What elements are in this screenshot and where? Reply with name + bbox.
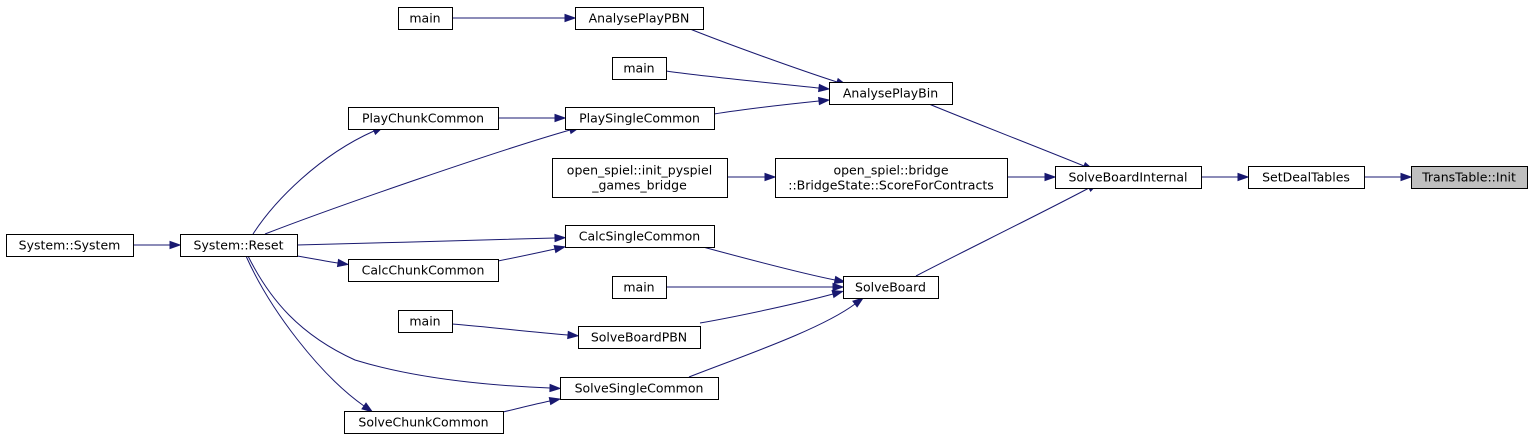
- arrowhead: [1400, 172, 1413, 182]
- arrowhead: [1237, 172, 1250, 182]
- node-main1[interactable]: main: [398, 7, 453, 30]
- arrowhead: [554, 233, 567, 243]
- node-label: CalcChunkCommon: [362, 263, 485, 278]
- edge-main4-to-solve-board-pbn: [451, 323, 580, 340]
- node-solve-chunk-common[interactable]: SolveChunkCommon: [344, 411, 504, 434]
- node-main3[interactable]: main: [612, 276, 667, 299]
- edge-calc-chunk-common-to-calc-single-common: [497, 245, 567, 262]
- node-main2[interactable]: main: [612, 57, 667, 80]
- arrowhead: [764, 172, 777, 182]
- edge-system-reset-to-calc-chunk-common: [296, 255, 350, 268]
- arrowhead: [833, 275, 847, 284]
- arrowhead: [564, 13, 577, 23]
- node-analyse-play-pbn[interactable]: AnalysePlayPBN: [575, 7, 704, 30]
- node-score-for-contracts[interactable]: open_spiel::bridge::BridgeState::ScoreFo…: [775, 158, 1008, 198]
- arrowhead: [818, 96, 831, 106]
- node-label: AnalysePlayPBN: [589, 11, 690, 26]
- node-init-pyspiel[interactable]: open_spiel::init_pyspiel_games_bridge: [552, 158, 728, 198]
- edge-play-chunk-common-to-play-single-common: [498, 113, 567, 123]
- edge-score-for-contracts-to-solve-board-internal: [1006, 172, 1057, 182]
- node-play-chunk-common[interactable]: PlayChunkCommon: [348, 107, 499, 130]
- node-system-system[interactable]: System::System: [6, 234, 134, 257]
- node-calc-single-common[interactable]: CalcSingleCommon: [565, 225, 715, 248]
- node-calc-chunk-common[interactable]: CalcChunkCommon: [348, 259, 499, 282]
- node-label: SolveBoardInternal: [1068, 170, 1187, 185]
- node-main4[interactable]: main: [398, 310, 453, 333]
- edge-system-system-to-system-reset: [133, 240, 182, 250]
- node-label: main: [409, 314, 440, 329]
- node-label: System::System: [19, 238, 121, 253]
- arrowhead: [553, 245, 567, 254]
- node-label: SolveChunkCommon: [358, 415, 488, 430]
- arrowhead: [336, 258, 350, 268]
- node-trans-init: TransTable::Init: [1411, 166, 1528, 189]
- edge-solve-chunk-common-to-solve-single-common: [502, 397, 562, 413]
- arrowhead: [567, 330, 580, 340]
- arrowhead: [1044, 172, 1057, 182]
- node-label: open_spiel::bridge: [833, 163, 948, 178]
- edge-system-reset-to-solve-single-common: [247, 255, 562, 393]
- node-set-deal-tables[interactable]: SetDealTables: [1248, 166, 1365, 189]
- arrowhead: [831, 290, 845, 299]
- node-label: PlaySingleCommon: [579, 111, 700, 126]
- edge-init-pyspiel-to-score-for-contracts: [726, 172, 777, 182]
- edges: [133, 13, 1413, 413]
- node-analyse-play-bin[interactable]: AnalysePlayBin: [829, 82, 953, 105]
- edge-solve-single-common-to-solve-board: [688, 297, 865, 378]
- node-solve-board-pbn[interactable]: SolveBoardPBN: [578, 326, 701, 349]
- arrowhead: [549, 383, 562, 393]
- node-label: SetDealTables: [1262, 170, 1350, 185]
- edge-main1-to-analyse-play-pbn: [452, 13, 577, 23]
- edge-calc-single-common-to-solve-board: [702, 246, 847, 284]
- nodes: TransTable::Init SetDealTables SolveBoardI…: [6, 7, 1528, 434]
- node-label: SolveSingleCommon: [575, 381, 704, 396]
- edge-set-deal-tables-to-trans-init: [1363, 172, 1413, 182]
- node-solve-single-common[interactable]: SolveSingleCommon: [560, 377, 719, 400]
- edge-solve-board-pbn-to-solve-board: [699, 290, 845, 324]
- edge-system-reset-to-play-chunk-common: [252, 126, 385, 235]
- arrowhead: [554, 113, 567, 123]
- edge-system-reset-to-solve-chunk-common: [245, 255, 374, 413]
- node-label: ::BridgeState::ScoreForContracts: [788, 178, 994, 193]
- node-label: AnalysePlayBin: [843, 86, 938, 101]
- node-label: main: [623, 280, 654, 295]
- node-label: TransTable::Init: [1421, 170, 1516, 185]
- node-label: _games_bridge: [591, 178, 687, 193]
- edge-solve-board-internal-to-set-deal-tables: [1200, 172, 1250, 182]
- node-label: CalcSingleCommon: [579, 229, 700, 244]
- edge-main2-to-analyse-play-bin: [665, 70, 831, 93]
- node-system-reset[interactable]: System::Reset: [180, 234, 298, 257]
- arrowhead: [169, 240, 182, 250]
- node-label: System::Reset: [194, 238, 284, 253]
- node-label: SolveBoardPBN: [591, 330, 687, 345]
- node-label: main: [623, 61, 654, 76]
- node-label: PlayChunkCommon: [362, 111, 484, 126]
- node-solve-board-internal[interactable]: SolveBoardInternal: [1055, 166, 1202, 189]
- arrowhead: [548, 397, 562, 406]
- arrowhead: [818, 83, 831, 93]
- node-label: main: [409, 11, 440, 26]
- node-play-single-common[interactable]: PlaySingleCommon: [565, 107, 715, 130]
- edge-main3-to-solve-board: [666, 282, 845, 292]
- arrowhead: [832, 282, 845, 292]
- node-label: SolveBoard: [855, 280, 926, 295]
- edge-system-reset-to-calc-single-common: [296, 233, 567, 246]
- node-solve-board[interactable]: SolveBoard: [843, 276, 939, 299]
- arrowhead: [361, 402, 374, 413]
- node-label: open_spiel::init_pyspiel: [567, 163, 712, 178]
- arrowhead: [852, 297, 865, 308]
- edge-play-single-common-to-analyse-play-bin: [713, 96, 831, 115]
- edge-system-reset-to-play-single-common: [264, 126, 582, 235]
